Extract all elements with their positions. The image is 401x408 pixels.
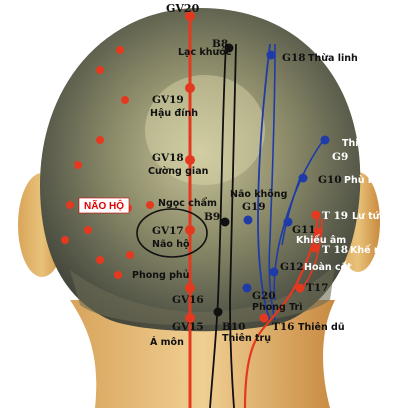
label-g10: G10 xyxy=(318,174,342,186)
label-b8: B8 xyxy=(212,38,228,50)
label-gv17: GV17 xyxy=(152,225,184,237)
label-phu-bach: Phù bạch xyxy=(344,175,394,186)
label-khe-mach: Khế mạch xyxy=(350,245,401,256)
g-meridian-line-3 xyxy=(273,137,326,301)
label-gv18: GV18 xyxy=(152,152,184,164)
label-phong-tri: Phong Trì xyxy=(252,302,303,313)
label-nao-ho: Não hộ xyxy=(152,239,190,250)
head-shape xyxy=(40,8,361,332)
label-thien-xung: Thiên xung xyxy=(342,138,401,149)
label-a-mon: Á môn xyxy=(150,336,184,348)
label-nao-khong: Não không xyxy=(230,189,287,200)
label-khieu-am: Khiếu âm xyxy=(296,235,346,246)
t-meridian-line xyxy=(243,214,320,408)
label-bach-hoi: Bách hội xyxy=(104,4,150,15)
red-points xyxy=(61,11,323,323)
label-phong-phu: Phong phủ xyxy=(132,270,189,281)
neck-shape xyxy=(70,300,335,408)
label-g9: G9 xyxy=(332,151,348,163)
label-b9: B9 xyxy=(204,211,220,223)
blue-points xyxy=(242,50,330,293)
label-g18: G18 xyxy=(282,52,306,64)
label-gv15: GV15 xyxy=(172,321,204,333)
label-t17: T17 xyxy=(306,282,328,294)
g-meridian-line-1 xyxy=(257,43,271,321)
b-meridian-line-left xyxy=(209,43,227,408)
t-meridian-line-2 xyxy=(299,217,323,293)
black-points xyxy=(213,43,234,317)
label-g19: G19 xyxy=(242,201,266,213)
label-g12: G12 xyxy=(280,261,304,273)
label-t19: T 19 xyxy=(322,210,348,222)
label-t16: T16 xyxy=(272,321,294,333)
b-meridian-line-right xyxy=(229,43,237,408)
label-t18: T 18 xyxy=(322,244,348,256)
label-lu-tuc: Lư tức xyxy=(352,211,385,222)
label-hoan-cot: Hoàn cốt xyxy=(304,262,352,273)
label-gv16: GV16 xyxy=(172,294,204,306)
g-meridian-line-4 xyxy=(281,177,301,246)
label-thien-du: Thiên dũ xyxy=(298,322,345,333)
label-b10: B10 xyxy=(222,321,246,333)
g-meridian-line-2 xyxy=(268,43,276,321)
label-ngoc-cham: Ngọc chẩm xyxy=(158,198,217,209)
nao-ho-highlight-label: NÃO HỘ xyxy=(84,199,124,212)
label-gv20: GV20 xyxy=(166,2,200,15)
label-lac-khuoc: Lạc khước xyxy=(178,47,231,58)
label-thien-tru: Thiên trụ xyxy=(222,333,271,344)
nao-ho-highlight-box xyxy=(78,197,130,214)
label-e-phong: Ế phong xyxy=(334,281,377,294)
label-g20: G20 xyxy=(252,290,276,302)
label-g11: G11 xyxy=(292,224,316,236)
label-cuong-gian: Cường gian xyxy=(148,166,209,177)
gv17-ring xyxy=(136,208,208,258)
label-thua-linh: Thừa linh xyxy=(308,53,358,64)
label-hau-dinh: Hậu đính xyxy=(150,108,198,119)
hairline-shade xyxy=(70,265,335,326)
label-gv19: GV19 xyxy=(152,94,184,106)
